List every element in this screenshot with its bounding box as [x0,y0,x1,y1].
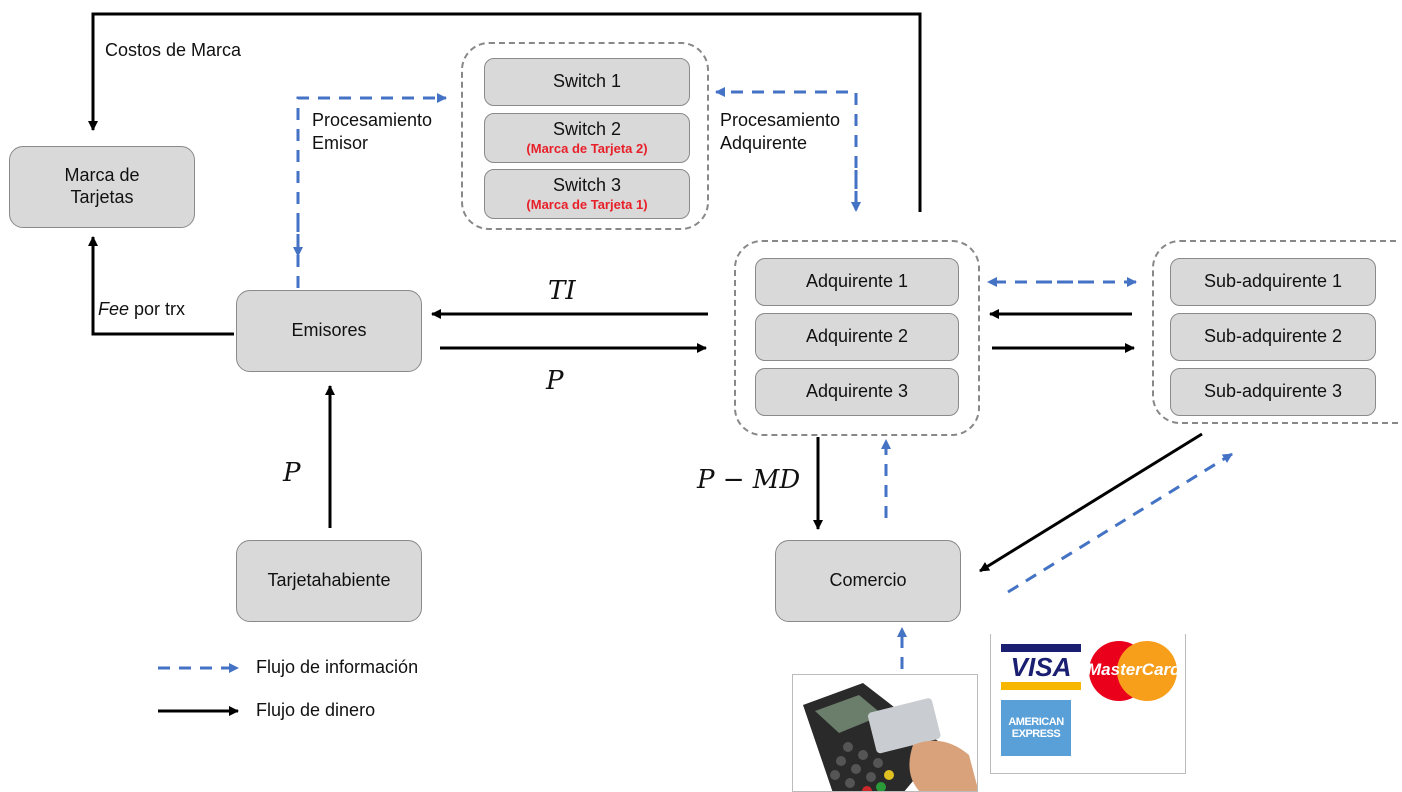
label-proc-emisor-1: Procesamiento [312,110,433,130]
node-emisores-label: Emisores [291,320,367,341]
label-fee-italic: Fee [98,299,130,319]
pos-terminal-image [792,674,978,792]
node-tarjetahabiente[interactable]: Tarjetahabiente [236,540,422,622]
amex-logo-text-1: AMERICAN [1008,716,1064,728]
math-ti: TI [548,276,576,306]
visa-logo-text: VISA [1010,652,1072,682]
subadquirente-group [1152,240,1398,424]
switch-3-label: Switch 3 [552,175,622,196]
label-proc-emisor-2: Emisor [312,133,369,153]
switch-2[interactable]: Switch 2 (Marca de Tarjeta 2) [484,113,690,163]
node-marca-label: Marca de Tarjetas [64,165,140,207]
amex-logo-text-2: EXPRESS [1011,728,1061,740]
adquirente-1[interactable]: Adquirente 1 [755,258,959,306]
node-marca-tarjetas[interactable]: Marca de Tarjetas [9,146,195,228]
node-emisores[interactable]: Emisores [236,290,422,372]
arrow-fee-trx [88,236,234,336]
visa-logo: VISA [1001,644,1081,694]
arrow-subadq-to-comercio [979,432,1203,573]
subadquirente-3-label: Sub-adquirente 3 [1203,381,1343,402]
amex-logo: AMERICAN EXPRESS [1001,700,1071,756]
arrow-comercio-to-subadq [1007,452,1233,594]
node-tarjetahabiente-label: Tarjetahabiente [267,570,391,591]
switch-3[interactable]: Switch 3 (Marca de Tarjeta 1) [484,169,690,219]
legend-info-label: Flujo de información [256,657,419,677]
math-p-top: P [546,366,564,396]
mastercard-logo: MasterCard [1087,638,1181,704]
mastercard-logo-text: MasterCard [1087,660,1181,679]
adquirente-1-label: Adquirente 1 [805,271,909,292]
legend-money-label: Flujo de dinero [256,700,376,720]
math-p-left: P [283,458,301,488]
switch-2-brand: (Marca de Tarjeta 2) [526,141,648,156]
math-p-md: P − MD [697,465,801,495]
label-proc-adquirente-1: Procesamiento [720,110,841,130]
card-brands-panel: VISA MasterCard AMERICAN EXPRESS [990,634,1186,774]
switch-2-label: Switch 2 [552,119,622,140]
arrow-proc-adquirente [715,87,858,210]
subadquirente-2-label: Sub-adquirente 2 [1203,326,1343,347]
subadquirente-1-label: Sub-adquirente 1 [1203,271,1343,292]
adquirente-3-label: Adquirente 3 [805,381,909,402]
subadquirente-2[interactable]: Sub-adquirente 2 [1170,313,1376,361]
switch-3-brand: (Marca de Tarjeta 1) [526,197,648,212]
node-comercio[interactable]: Comercio [775,540,961,622]
label-proc-adquirente-2: Adquirente [720,133,808,153]
label-fee-trx: Fee por trx [98,299,185,321]
adquirente-2[interactable]: Adquirente 2 [755,313,959,361]
switch-1[interactable]: Switch 1 [484,58,690,106]
switch-1-label: Switch 1 [552,71,622,92]
switch-group [461,42,709,230]
label-costos-marca: Costos de Marca [105,40,242,60]
adquirente-3[interactable]: Adquirente 3 [755,368,959,416]
pos-terminal-icon [803,683,977,791]
mastercard-circles [1089,641,1177,701]
adquirente-2-label: Adquirente 2 [805,326,909,347]
arrow-costos-marca [88,12,922,212]
subadquirente-1[interactable]: Sub-adquirente 1 [1170,258,1376,306]
adquirente-group [734,240,980,436]
label-fee-rest: por trx [129,299,186,319]
node-comercio-label: Comercio [829,570,907,591]
subadquirente-3[interactable]: Sub-adquirente 3 [1170,368,1376,416]
